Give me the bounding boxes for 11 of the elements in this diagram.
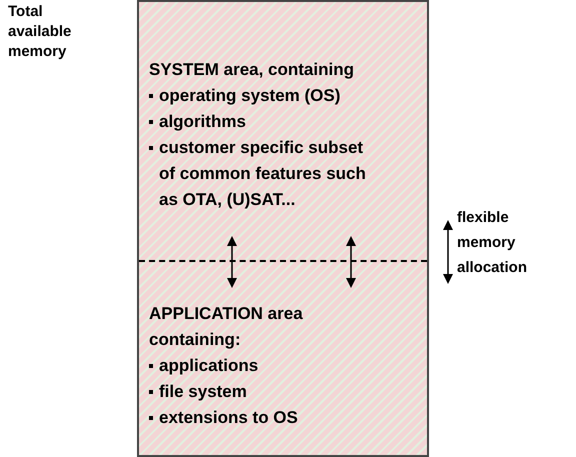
memory-caption: Total available memory — [8, 2, 72, 62]
bullet-text: extensions to OS — [159, 407, 298, 429]
bullet-text: algorithms — [159, 111, 246, 133]
bullet-text: file system — [159, 381, 247, 403]
area-heading: SYSTEM area, containing — [149, 59, 355, 81]
memory-box — [137, 0, 429, 457]
bullet-text: customer specific subset of common features such as OTA, (U)SAT... — [159, 137, 367, 211]
bullet-text: operating system (OS) — [159, 85, 340, 107]
allocation-label: flexible memory allocation — [457, 208, 528, 278]
bullet-text: applications — [159, 355, 258, 377]
area-heading: APPLICATION area containing: — [149, 303, 304, 351]
